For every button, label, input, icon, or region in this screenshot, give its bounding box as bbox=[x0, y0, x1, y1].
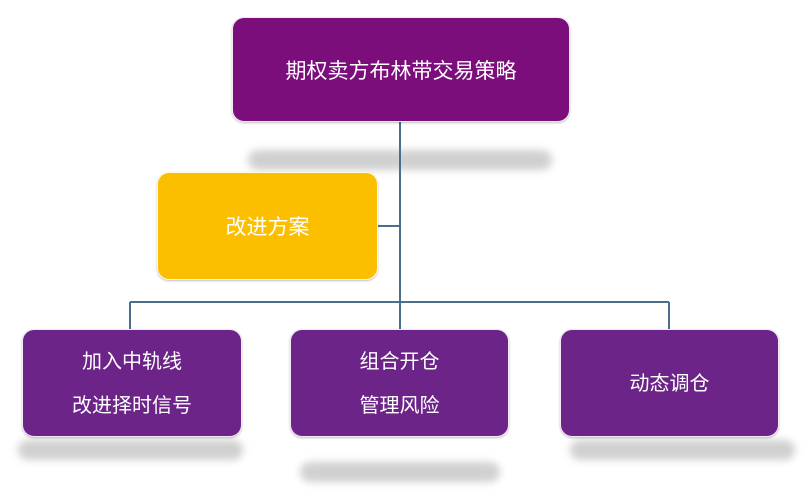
leaf-2-line-2: 管理风险 bbox=[359, 393, 440, 417]
leaf-2-line-1: 组合开仓 bbox=[359, 349, 440, 373]
leaf-node-2: 组合开仓 管理风险 bbox=[290, 329, 509, 437]
leaf-1-shadow bbox=[18, 440, 243, 460]
leaf-node-1: 加入中轨线 改进择时信号 bbox=[22, 329, 242, 437]
root-node: 期权卖方布林带交易策略 bbox=[232, 17, 570, 122]
leaf-1-line-1: 加入中轨线 bbox=[82, 349, 182, 373]
leaf-2-shadow bbox=[300, 462, 500, 482]
leaf-1-line-2: 改进择时信号 bbox=[72, 393, 192, 417]
leaf-3-shadow bbox=[570, 440, 795, 460]
leaf-3-line-1: 动态调仓 bbox=[629, 371, 710, 395]
leaf-node-3: 动态调仓 bbox=[560, 329, 779, 437]
root-label: 期权卖方布林带交易策略 bbox=[285, 58, 517, 83]
side-node: 改进方案 bbox=[157, 172, 378, 280]
side-label: 改进方案 bbox=[225, 215, 310, 239]
